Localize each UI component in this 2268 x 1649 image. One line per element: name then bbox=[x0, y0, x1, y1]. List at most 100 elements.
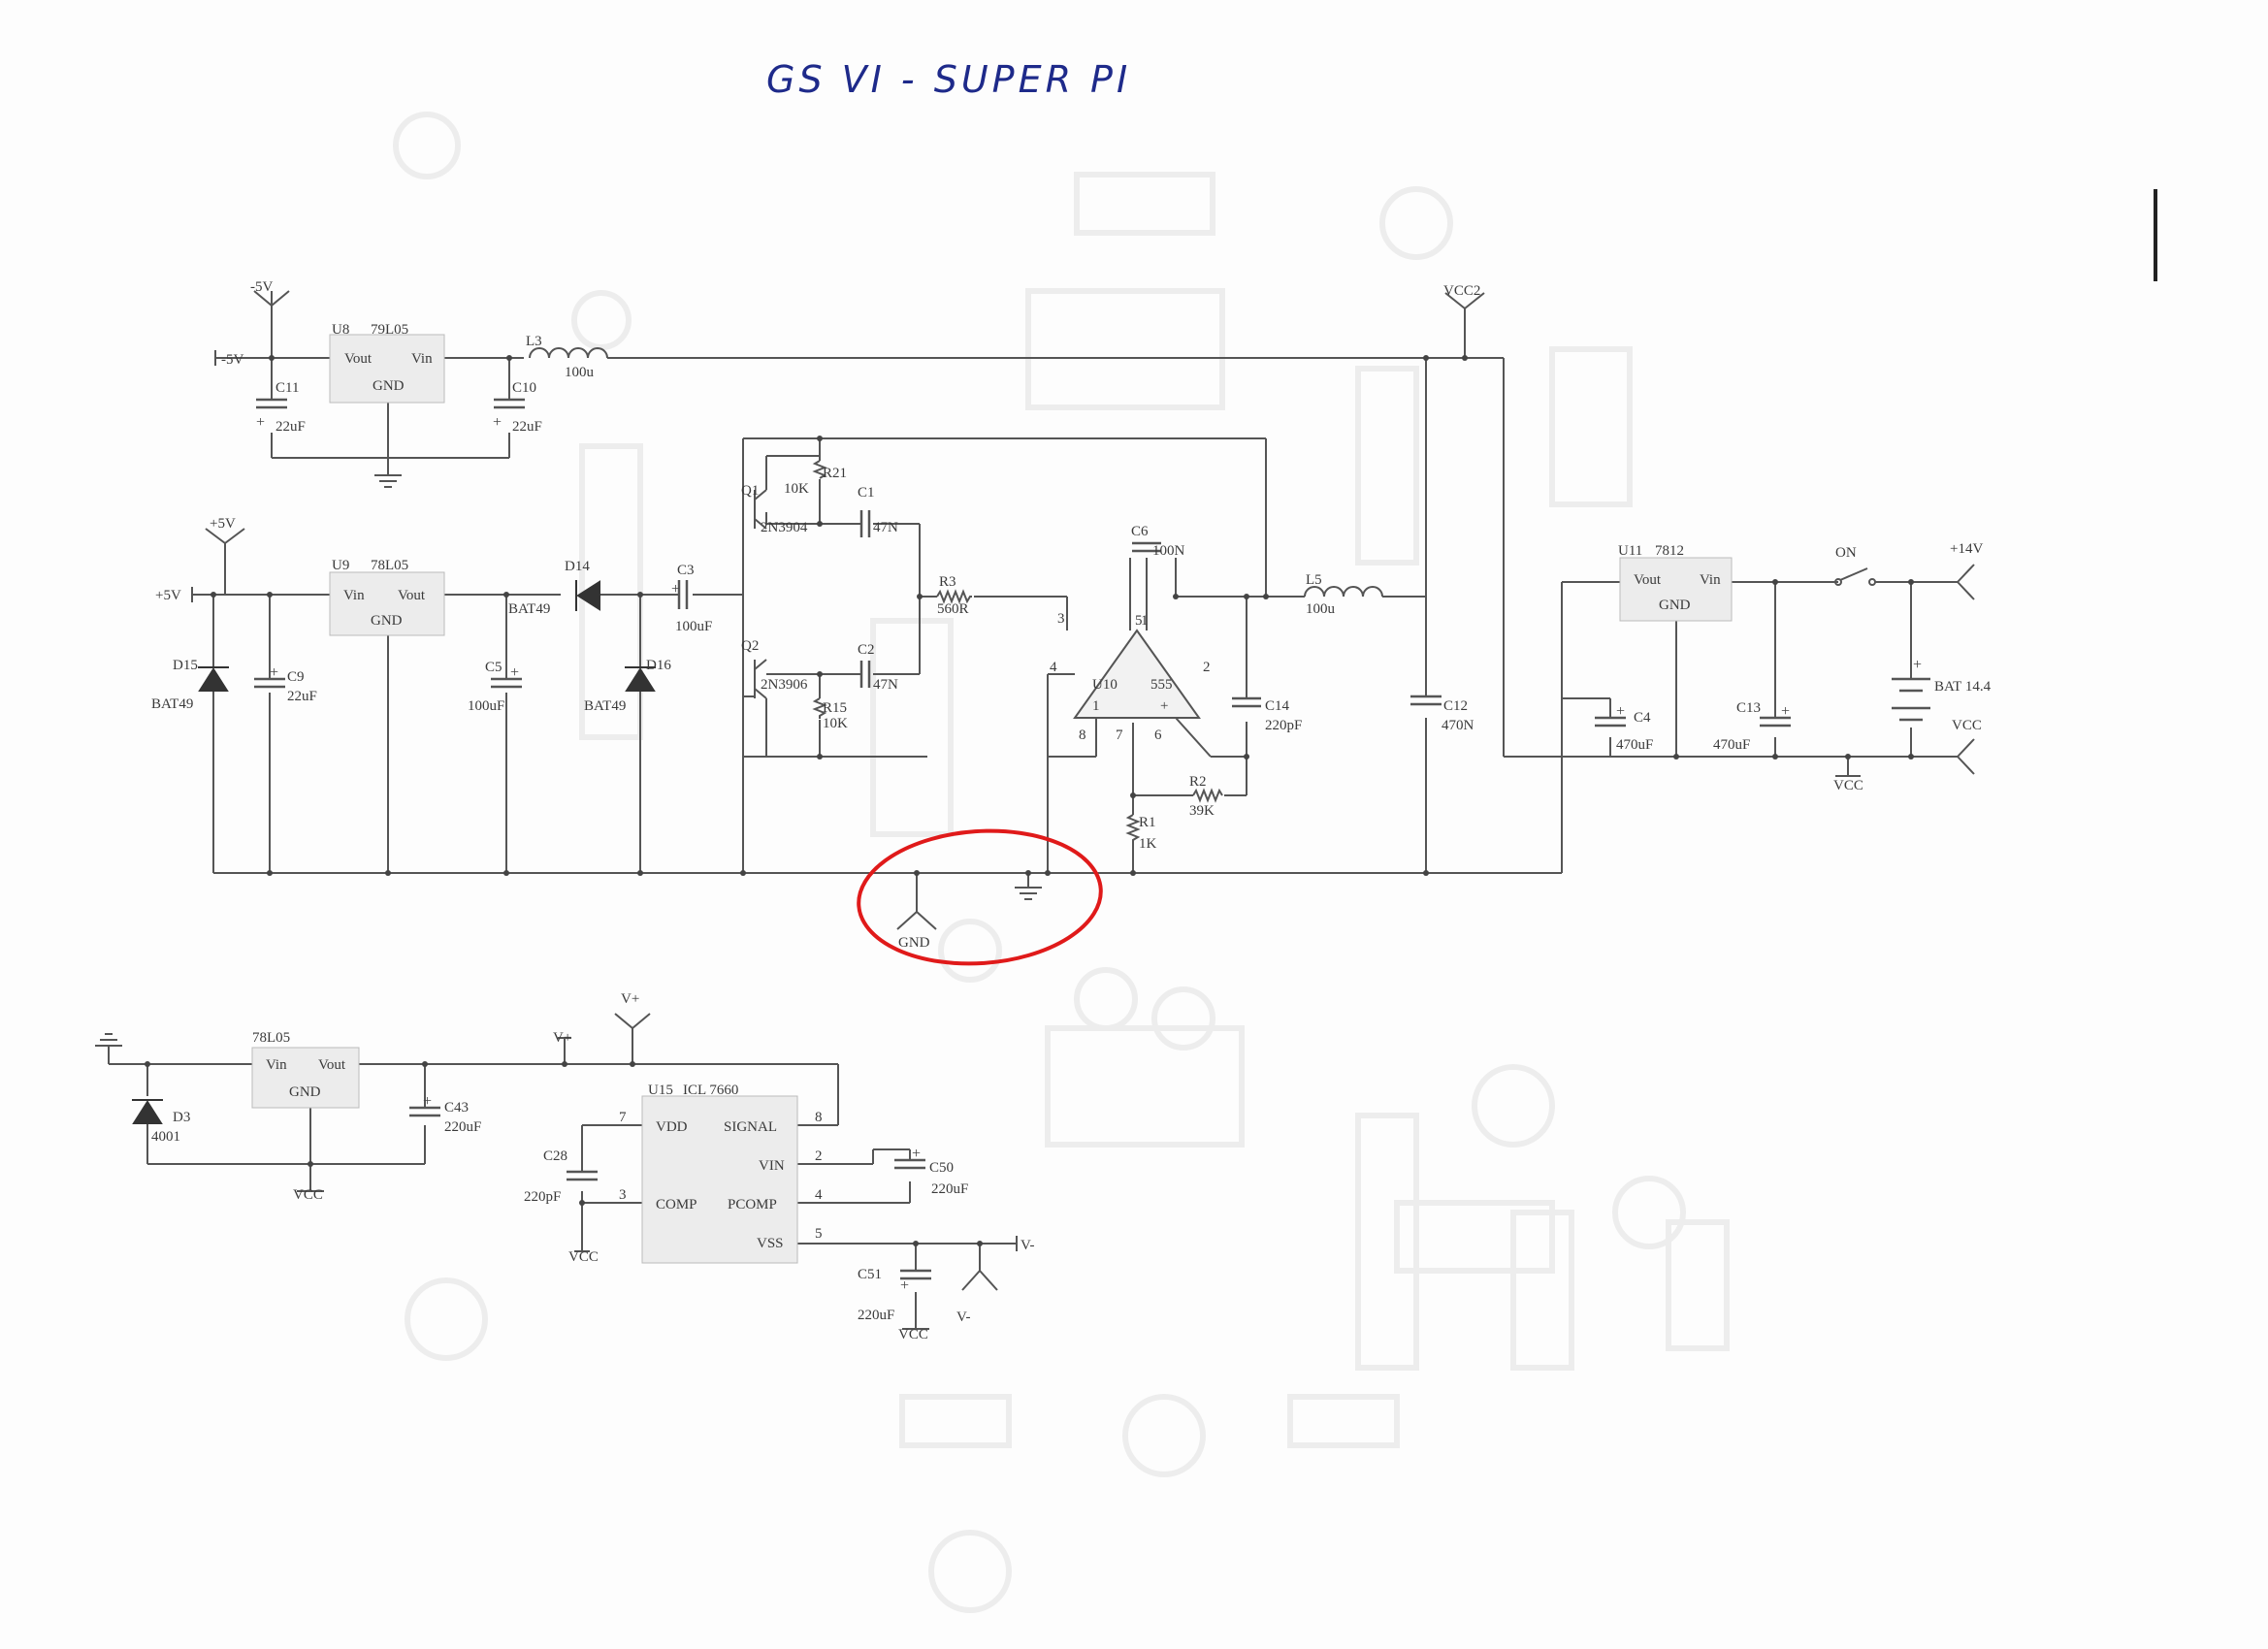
u8-vout: Vout bbox=[344, 351, 373, 367]
switch-on-label: ON bbox=[1835, 545, 1857, 561]
vplus-top-label: V+ bbox=[621, 991, 639, 1007]
transistors bbox=[754, 455, 820, 757]
resistors bbox=[812, 460, 1223, 846]
c1-val: 47N bbox=[873, 520, 898, 535]
r3-val: 560R bbox=[937, 601, 969, 617]
q2-ref: Q2 bbox=[741, 638, 759, 654]
c12-ref: C12 bbox=[1443, 698, 1468, 714]
u10-part: 555 bbox=[1150, 677, 1173, 693]
capacitors bbox=[254, 398, 1791, 1280]
u10-pin7: 7 bbox=[1116, 728, 1123, 743]
c2-ref: C2 bbox=[858, 642, 875, 658]
svg-text:+: + bbox=[912, 1146, 921, 1162]
u10-pin8: 8 bbox=[1079, 728, 1086, 743]
c11-ref: C11 bbox=[275, 380, 299, 396]
c10-val: 22uF bbox=[512, 419, 542, 435]
gnd-label: GND bbox=[898, 935, 930, 951]
c2-val: 47N bbox=[873, 677, 898, 693]
c51-ref: C51 bbox=[858, 1267, 882, 1282]
u11-regulator bbox=[1619, 557, 1733, 622]
r2-val: 39K bbox=[1189, 803, 1215, 819]
polarity-marks: ++++ +++ ++++ bbox=[256, 414, 1922, 1294]
c5-ref: C5 bbox=[485, 660, 502, 675]
u10-plus: + bbox=[1160, 698, 1168, 714]
u15-pin5: 5 bbox=[815, 1226, 823, 1242]
pos5v-rail-label: +5V bbox=[210, 516, 236, 532]
diodes bbox=[132, 580, 656, 1124]
u15-pin3: 3 bbox=[619, 1187, 627, 1203]
u9-part: 78L05 bbox=[371, 558, 408, 573]
u11-ref: U11 bbox=[1618, 543, 1642, 559]
c28-val: 220pF bbox=[524, 1189, 561, 1205]
u9-vin: Vin bbox=[343, 588, 365, 603]
u11-vin: Vin bbox=[1700, 572, 1721, 588]
u15-signal: SIGNAL bbox=[724, 1119, 777, 1135]
pos5v-input-label: +5V bbox=[155, 588, 181, 603]
c13-val: 470uF bbox=[1713, 737, 1750, 753]
c9-val: 22uF bbox=[287, 689, 317, 704]
power-symbols bbox=[95, 290, 1975, 1330]
u9-gnd: GND bbox=[371, 613, 403, 629]
svg-text:+: + bbox=[423, 1093, 432, 1110]
svg-text:+: + bbox=[900, 1277, 909, 1294]
r21-ref: R21 bbox=[823, 466, 847, 481]
bottom-78l05-vout: Vout bbox=[318, 1057, 346, 1073]
c3-ref: C3 bbox=[677, 563, 695, 578]
vcc-right-label: VCC bbox=[1952, 718, 1982, 733]
u10-pin3: 3 bbox=[1057, 611, 1065, 627]
c11-val: 22uF bbox=[275, 419, 306, 435]
u9-vout: Vout bbox=[398, 588, 426, 603]
u11-vout: Vout bbox=[1634, 572, 1662, 588]
u8-vin: Vin bbox=[411, 351, 433, 367]
d15-ref: D15 bbox=[173, 658, 198, 673]
junction-dots bbox=[145, 355, 1914, 1246]
l3-ref: L3 bbox=[526, 334, 542, 349]
c13-ref: C13 bbox=[1736, 700, 1761, 716]
svg-text:+: + bbox=[671, 581, 680, 598]
vcc-bottom-2: VCC bbox=[568, 1249, 599, 1265]
svg-text:+: + bbox=[1616, 703, 1625, 720]
bottom-78l05-part: 78L05 bbox=[252, 1030, 290, 1046]
svg-text:+: + bbox=[510, 664, 519, 681]
l3-val: 100u bbox=[565, 365, 595, 380]
u10-ref: U10 bbox=[1092, 677, 1118, 693]
bottom-78l05-gnd: GND bbox=[289, 1084, 321, 1100]
c43-val: 220uF bbox=[444, 1119, 481, 1135]
r1-val: 1K bbox=[1139, 836, 1157, 852]
bleed-through-silkscreen bbox=[393, 112, 1730, 1613]
svg-text:+: + bbox=[1781, 703, 1790, 720]
u11-part: 7812 bbox=[1655, 543, 1684, 559]
u10-minus: 1 bbox=[1092, 698, 1100, 714]
d14-ref: D14 bbox=[565, 559, 590, 574]
c28-ref: C28 bbox=[543, 1148, 567, 1164]
bottom-78l05-vin: Vin bbox=[266, 1057, 287, 1073]
u15-icl7660 bbox=[641, 1095, 798, 1264]
c10-ref: C10 bbox=[512, 380, 536, 396]
vminus-right-label: V- bbox=[1021, 1238, 1034, 1253]
wires bbox=[109, 306, 1958, 1329]
u10-pin2: 2 bbox=[1203, 660, 1211, 675]
u10-555-triangle bbox=[1073, 629, 1201, 719]
u9-ref: U9 bbox=[332, 558, 349, 573]
on-switch bbox=[1834, 567, 1876, 586]
c50-val: 220uF bbox=[931, 1181, 968, 1197]
c9-ref: C9 bbox=[287, 669, 305, 685]
page-title: GS VI - SUPER PI bbox=[766, 58, 1131, 101]
c6-ref: C6 bbox=[1131, 524, 1149, 539]
u15-pcomp: PCOMP bbox=[728, 1197, 777, 1212]
battery-label: BAT 14.4 bbox=[1934, 679, 1992, 695]
pos14v-label: +14V bbox=[1950, 541, 1983, 557]
u15-pin8: 8 bbox=[815, 1110, 823, 1125]
c1-ref: C1 bbox=[858, 485, 875, 501]
u8-ref: U8 bbox=[332, 322, 349, 338]
d3-ref: D3 bbox=[173, 1110, 190, 1125]
u15-ref: U15 bbox=[648, 1083, 673, 1098]
c5-val: 100uF bbox=[468, 698, 504, 714]
c4-val: 470uF bbox=[1616, 737, 1653, 753]
u15-vss: VSS bbox=[757, 1236, 784, 1251]
u15-pin7: 7 bbox=[619, 1110, 627, 1125]
c12-val: 470N bbox=[1442, 718, 1474, 733]
c14-ref: C14 bbox=[1265, 698, 1290, 714]
c3-val: 100uF bbox=[675, 619, 712, 634]
